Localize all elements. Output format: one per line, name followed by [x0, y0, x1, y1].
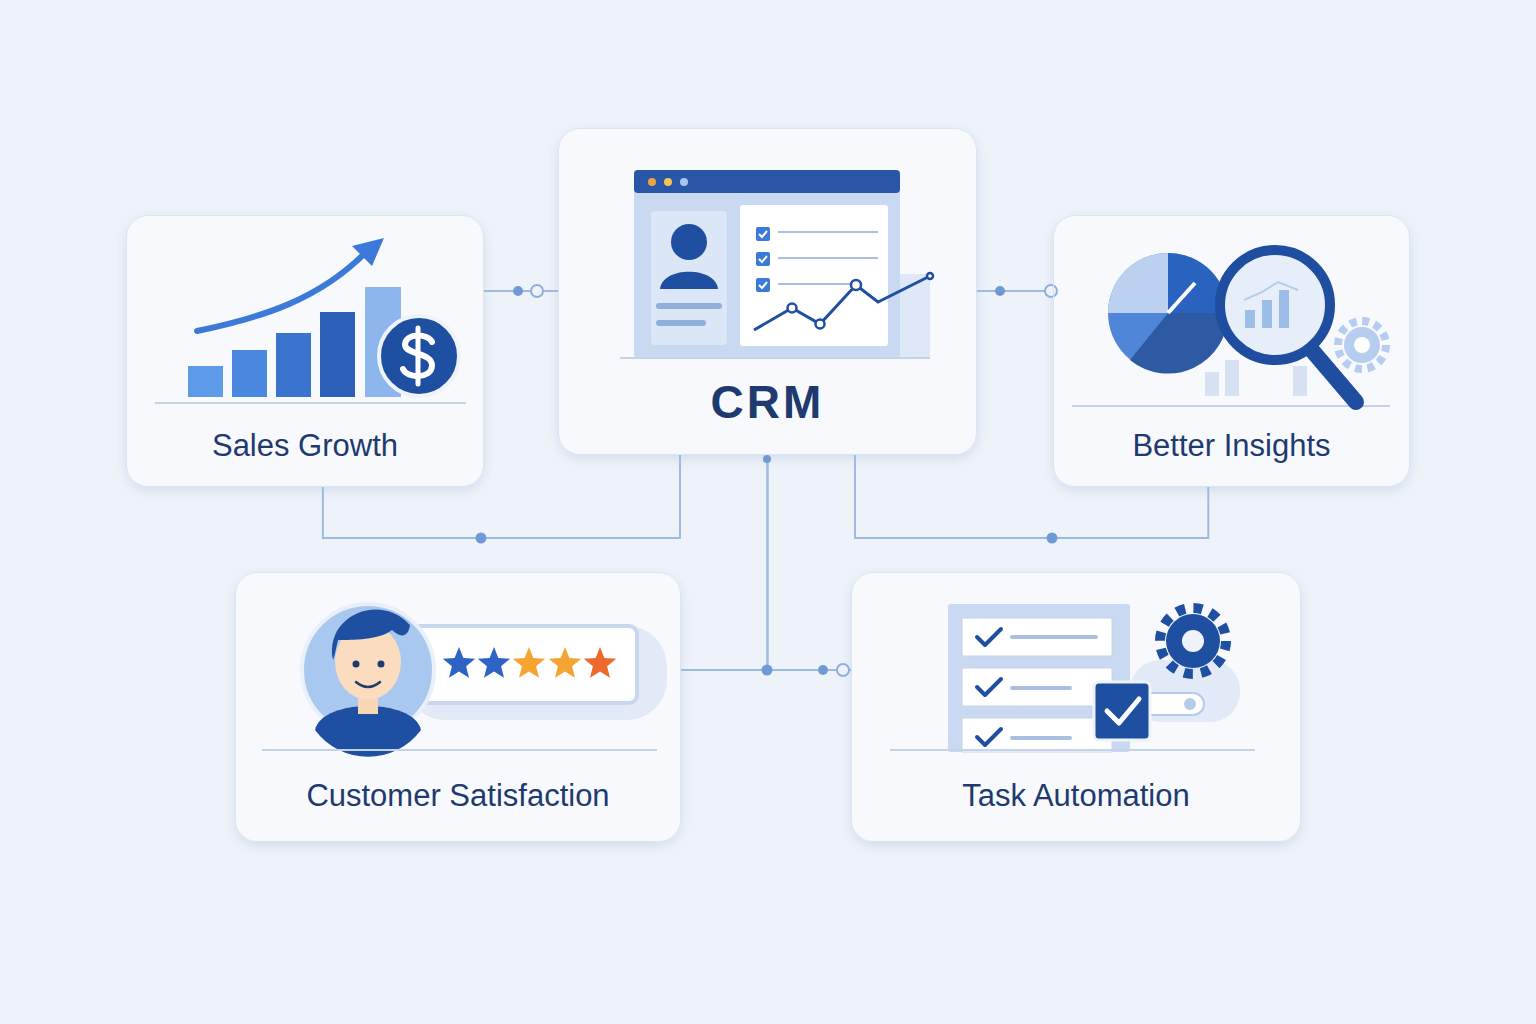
filled-dot — [762, 665, 773, 676]
card-fill — [558, 128, 977, 455]
card-fill — [126, 215, 484, 487]
rating-star — [443, 647, 475, 678]
open-dot — [837, 664, 849, 676]
benefit-card: Task Automation — [851, 572, 1301, 842]
card-fills — [126, 128, 1410, 842]
benefit-label: Task Automation — [962, 778, 1189, 814]
card-fill — [235, 572, 681, 842]
customer-rating-icon — [262, 604, 667, 757]
sales-chart-icon — [155, 238, 466, 403]
card-fill — [1053, 215, 1410, 487]
benefit-card: Better Insights — [1053, 215, 1410, 487]
open-dot — [1045, 285, 1057, 297]
filled-dot — [818, 665, 828, 675]
filled-dot — [763, 455, 771, 463]
benefit-label: Sales Growth — [212, 428, 398, 464]
benefit-label: Better Insights — [1132, 428, 1330, 464]
task-automation-icon — [890, 604, 1255, 752]
connector-line — [681, 455, 768, 670]
benefit-card: Customer Satisfaction — [235, 572, 681, 842]
filled-dot — [1047, 533, 1058, 544]
rating-star — [549, 647, 581, 678]
rating-star — [478, 647, 510, 678]
rating-star — [513, 647, 545, 678]
rating-star — [584, 647, 616, 678]
open-dot — [531, 285, 543, 297]
card-fill — [851, 572, 1301, 842]
filled-dot — [476, 533, 487, 544]
benefit-card: Sales Growth — [126, 215, 484, 487]
crm-window-icon — [620, 170, 933, 358]
connector-line — [855, 455, 1208, 538]
filled-dot — [995, 286, 1005, 296]
crm-hub-card: CRM — [558, 128, 977, 455]
connector-line — [977, 290, 1053, 292]
insights-icon — [1072, 250, 1390, 406]
hub-title: CRM — [711, 376, 825, 429]
connector-line — [323, 455, 680, 538]
benefit-label: Customer Satisfaction — [306, 778, 609, 814]
connector-line — [768, 455, 852, 670]
filled-dot — [513, 286, 523, 296]
